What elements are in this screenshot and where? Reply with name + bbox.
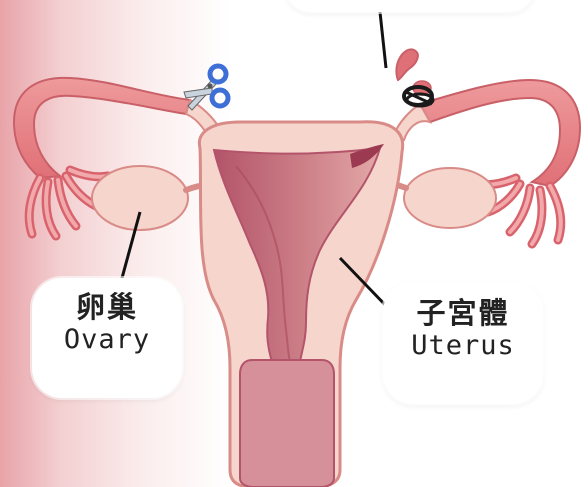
ovary-label-en: Ovary — [32, 324, 182, 356]
cut-tube-stump — [396, 49, 417, 80]
top-callout-bubble — [285, 0, 535, 12]
left-ovary — [92, 166, 188, 230]
ovary-callout: 卵巢 Ovary — [32, 278, 182, 398]
uterus-callout: 子宮體 Uterus — [383, 282, 543, 404]
vaginal-canal — [240, 360, 334, 487]
ovary-label-zh: 卵巢 — [32, 290, 182, 324]
top-pointer-line — [380, 12, 386, 68]
tie-ligature-icon — [404, 81, 433, 106]
right-ovary — [404, 168, 496, 228]
scissors-icon — [184, 66, 228, 110]
uterus-label-zh: 子宮體 — [383, 296, 543, 330]
uterus-label-en: Uterus — [383, 330, 543, 362]
